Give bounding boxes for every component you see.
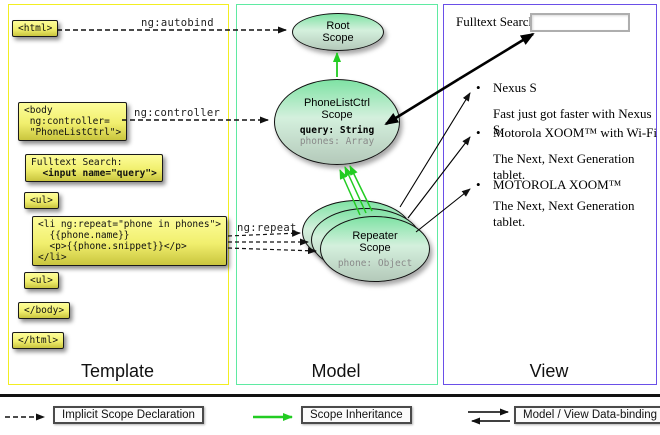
code-text: <li ng:repeat="phone in phones">: [38, 219, 222, 230]
view-column-label: View: [529, 361, 569, 381]
repeater-scope-ellipse-front: Repeater Scope phone: Object: [320, 216, 430, 282]
scope-name: Root: [326, 20, 350, 32]
root-scope-ellipse: Root Scope: [292, 13, 384, 51]
code-text: <ul>: [30, 275, 53, 286]
fulltext-search-input[interactable]: [530, 13, 630, 32]
code-text: </body>: [24, 305, 65, 316]
code-box-html-open: <html>: [12, 20, 59, 37]
template-column-label: Template: [80, 361, 155, 381]
template-panel: [8, 4, 229, 385]
legend-model-view-data-binding: Model / View Data-binding: [514, 406, 660, 424]
code-box-ul-open-2: <ul>: [24, 272, 59, 289]
model-panel: [236, 4, 438, 385]
view-search-label: Fulltext Search:: [456, 14, 539, 29]
scope-name: Scope: [322, 32, 354, 44]
bullet-dot: •: [476, 80, 481, 95]
view-item-name: Motorola XOOM™ with Wi-Fi: [493, 125, 658, 140]
phonelistctrl-scope-ellipse: PhoneListCtrl Scope query: String phones…: [274, 79, 400, 165]
code-box-body-open: <body ng:controller= "PhoneListCtrl">: [18, 102, 128, 141]
scope-prop-phones: phones: Array: [299, 136, 375, 147]
scope-prop-phone: phone: Object: [337, 257, 413, 269]
code-text: <html>: [18, 23, 53, 34]
view-panel: [443, 4, 657, 385]
code-text: "PhoneListCtrl">: [24, 127, 122, 138]
code-box-li-repeat: <li ng:repeat="phone in phones"> {{phone…: [32, 216, 228, 266]
code-text: </li>: [38, 252, 67, 263]
bullet-dot: •: [476, 177, 481, 192]
view-item-desc: The Next, Next Generation tablet.: [493, 151, 635, 182]
code-text: <input name="query">: [31, 168, 157, 179]
code-text: ng:controller=: [24, 116, 110, 127]
model-column-label: Model: [311, 361, 361, 381]
code-box-ul-open: <ul>: [24, 192, 59, 209]
code-box-html-close: </html>: [12, 332, 65, 349]
scope-properties: query: String phones: Array: [300, 125, 374, 147]
scope-prop-query: query: String: [299, 125, 375, 136]
ng-autobind-label: ng:autobind: [141, 17, 214, 29]
view-item-name: MOTOROLA XOOM™: [493, 177, 622, 192]
scope-name: Scope: [321, 109, 353, 121]
code-text: <p>{{phone.snippet}}</p>: [38, 241, 187, 252]
ng-controller-label: ng:controller: [134, 107, 221, 119]
view-item-desc: Fast just got faster with Nexus S.: [493, 106, 652, 137]
code-box-body-close: </body>: [18, 302, 71, 319]
view-item-name: Nexus S: [493, 80, 537, 95]
code-box-fulltext-search: Fulltext Search: <input name="query">: [25, 154, 163, 182]
legend-scope-inheritance: Scope Inheritance: [301, 406, 412, 424]
code-text: {{phone.name}}: [38, 230, 130, 241]
bullet-dot: •: [476, 125, 481, 140]
code-text: Fulltext Search:: [31, 157, 123, 168]
scope-name: PhoneListCtrl: [303, 97, 371, 109]
scope-name: Repeater: [352, 229, 398, 242]
ng-repeat-label: ng:repeat: [237, 222, 297, 234]
view-item-desc: The Next, Next Generation tablet.: [493, 198, 635, 229]
legend-separator: [0, 394, 660, 397]
code-text: <body: [24, 105, 53, 116]
scope-name: Scope: [359, 241, 391, 254]
code-text: <ul>: [30, 195, 53, 206]
code-text: </html>: [18, 335, 59, 346]
legend-implicit-scope-declaration: Implicit Scope Declaration: [53, 406, 204, 424]
